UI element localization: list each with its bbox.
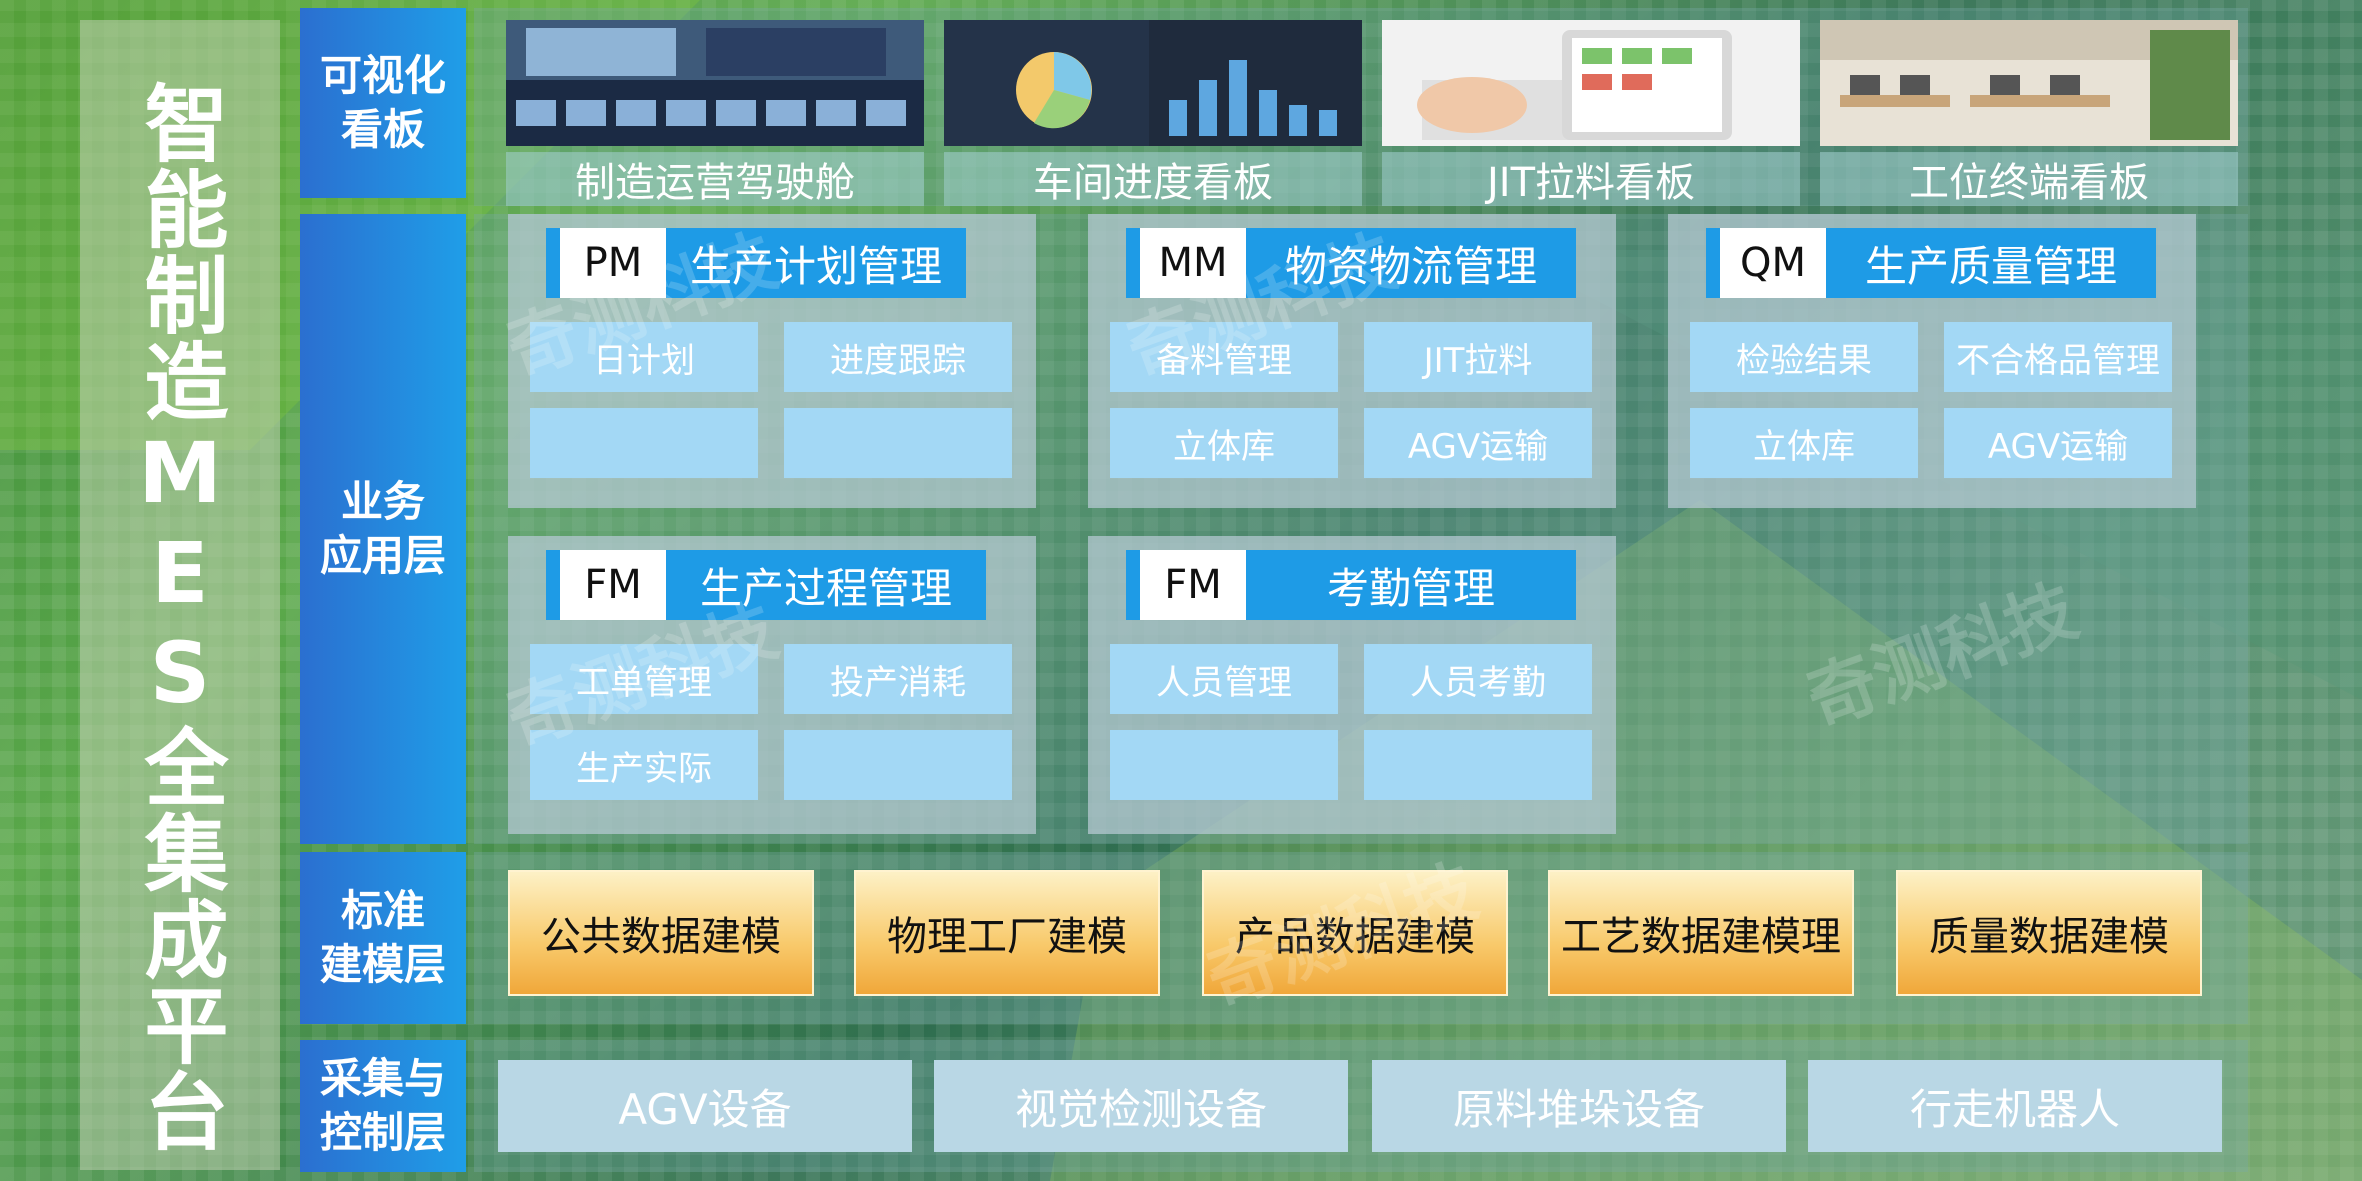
module-item[interactable]: 人员考勤	[1364, 644, 1592, 714]
device-material-stacking[interactable]: 原料堆垛设备	[1372, 1060, 1786, 1152]
visual-card-label: 制造运营驾驶舱	[506, 152, 924, 206]
modeling-quality-data[interactable]: 质量数据建模	[1896, 870, 2202, 996]
module-item[interactable]: 检验结果	[1690, 322, 1918, 392]
device-agv[interactable]: AGV设备	[498, 1060, 912, 1152]
module-item[interactable]	[1364, 730, 1592, 800]
modeling-process-data[interactable]: 工艺数据建模理	[1548, 870, 1854, 996]
layer-label-visual: 可视化 看板	[300, 8, 466, 198]
module-item[interactable]	[784, 730, 1012, 800]
layer-label-business-text: 业务 应用层	[319, 477, 446, 580]
modeling-product-data[interactable]: 产品数据建模	[1202, 870, 1508, 996]
modeling-physical-factory[interactable]: 物理工厂建模	[854, 870, 1160, 996]
module-name: 生产过程管理	[666, 550, 986, 620]
visual-card-workshop[interactable]: 车间进度看板	[944, 20, 1362, 208]
standard-layer-panel: 公共数据建模 物理工厂建模 产品数据建模 工艺数据建模理 质量数据建模	[474, 852, 2248, 1024]
module-fm-attendance: FM 考勤管理 人员管理 人员考勤	[1088, 536, 1616, 834]
module-code: MM	[1126, 228, 1246, 298]
module-header: QM 生产质量管理	[1706, 228, 2156, 298]
visual-card-label: 车间进度看板	[944, 152, 1362, 206]
platform-title: 智能制造MES全集成平台	[131, 80, 229, 1154]
module-header: PM 生产计划管理	[546, 228, 966, 298]
module-item[interactable]: 人员管理	[1110, 644, 1338, 714]
visual-card-label: JIT拉料看板	[1382, 152, 1800, 206]
module-code: QM	[1706, 228, 1826, 298]
module-item[interactable]: 立体库	[1110, 408, 1338, 478]
platform-title-bar: 智能制造MES全集成平台	[80, 20, 280, 1170]
module-item[interactable]: 投产消耗	[784, 644, 1012, 714]
module-pm: PM 生产计划管理 日计划 进度跟踪	[508, 214, 1036, 508]
visual-card-jit[interactable]: JIT拉料看板	[1382, 20, 1800, 208]
module-header: FM 生产过程管理	[546, 550, 986, 620]
module-code: PM	[546, 228, 666, 298]
module-name: 考勤管理	[1246, 550, 1576, 620]
module-fm-process: FM 生产过程管理 工单管理 投产消耗 生产实际	[508, 536, 1036, 834]
business-layer-panel: PM 生产计划管理 日计划 进度跟踪 MM 物资物流管理 备料管理 JIT拉料 …	[474, 214, 2248, 844]
layer-label-acquisition-text: 采集与 控制层	[319, 1054, 446, 1157]
module-name: 物资物流管理	[1246, 228, 1576, 298]
module-item[interactable]: 备料管理	[1110, 322, 1338, 392]
module-mm: MM 物资物流管理 备料管理 JIT拉料 立体库 AGV运输	[1088, 214, 1616, 508]
acquisition-layer-panel: AGV设备 视觉检测设备 原料堆垛设备 行走机器人	[474, 1040, 2248, 1172]
module-item[interactable]	[784, 408, 1012, 478]
layer-label-standard-text: 标准 建模层	[319, 886, 446, 989]
module-item[interactable]: AGV运输	[1944, 408, 2172, 478]
dashboard-chart-image	[944, 20, 1362, 146]
visual-card-label: 工位终端看板	[1820, 152, 2238, 206]
layer-label-acquisition: 采集与 控制层	[300, 1040, 466, 1172]
module-item[interactable]	[530, 408, 758, 478]
module-header: FM 考勤管理	[1126, 550, 1576, 620]
office-image	[1820, 20, 2238, 146]
visual-layer-panel: 制造运营驾驶舱 车间进度看板 JIT拉料看板	[474, 8, 2248, 206]
module-item[interactable]: 进度跟踪	[784, 322, 1012, 392]
module-name: 生产计划管理	[666, 228, 966, 298]
module-header: MM 物资物流管理	[1126, 228, 1576, 298]
module-item[interactable]: 不合格品管理	[1944, 322, 2172, 392]
device-vision-inspection[interactable]: 视觉检测设备	[934, 1060, 1348, 1152]
module-item[interactable]: 生产实际	[530, 730, 758, 800]
layer-label-business: 业务 应用层	[300, 214, 466, 844]
modeling-public-data[interactable]: 公共数据建模	[508, 870, 814, 996]
module-item[interactable]: AGV运输	[1364, 408, 1592, 478]
layer-label-visual-text: 可视化 看板	[319, 51, 446, 154]
module-qm: QM 生产质量管理 检验结果 不合格品管理 立体库 AGV运输	[1668, 214, 2196, 508]
module-item[interactable]: JIT拉料	[1364, 322, 1592, 392]
module-item[interactable]: 工单管理	[530, 644, 758, 714]
module-item[interactable]: 日计划	[530, 322, 758, 392]
control-room-image	[506, 20, 924, 146]
module-item[interactable]	[1110, 730, 1338, 800]
visual-card-terminal[interactable]: 工位终端看板	[1820, 20, 2238, 208]
module-code: FM	[1126, 550, 1246, 620]
visual-card-cockpit[interactable]: 制造运营驾驶舱	[506, 20, 924, 208]
module-code: FM	[546, 550, 666, 620]
device-walking-robot[interactable]: 行走机器人	[1808, 1060, 2222, 1152]
layer-label-standard: 标准 建模层	[300, 852, 466, 1024]
module-name: 生产质量管理	[1826, 228, 2156, 298]
module-item[interactable]: 立体库	[1690, 408, 1918, 478]
tablet-typing-image	[1382, 20, 1800, 146]
